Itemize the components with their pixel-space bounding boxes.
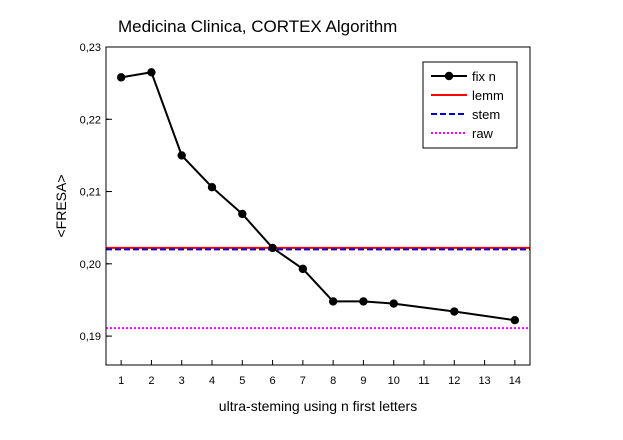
- plot-border: [105, 46, 531, 366]
- y-axis-ticks: 0,19 0,20 0,21 0,22 0,23: [80, 42, 112, 343]
- x-tick-label: 4: [209, 375, 215, 387]
- legend-label: lemm: [472, 88, 504, 103]
- fix-n-line: [120, 71, 516, 322]
- data-point: [268, 243, 277, 253]
- reference-lines: [106, 246, 530, 330]
- x-tick-label: 11: [418, 375, 429, 387]
- legend-label: fix n: [472, 69, 496, 84]
- data-point: [359, 297, 368, 306]
- data-point: [207, 183, 217, 192]
- x-tick-label: 14: [509, 375, 521, 387]
- data-point: [238, 209, 247, 219]
- data-point: [298, 264, 308, 274]
- legend-marker: [444, 71, 454, 81]
- x-tick-label: 9: [360, 375, 366, 387]
- chart-title: Medicina Clinica, CORTEX Algorithm: [118, 17, 398, 36]
- data-point: [177, 151, 186, 160]
- plot-frame: [105, 46, 531, 366]
- y-tick-label: 0,19: [80, 331, 101, 343]
- x-tick-label: 7: [300, 375, 306, 387]
- x-tick-label: 8: [330, 375, 336, 387]
- x-tick-label: 6: [270, 375, 276, 387]
- x-tick-label: 5: [239, 375, 245, 387]
- legend-label: raw: [472, 126, 494, 141]
- y-tick-label: 0,23: [80, 42, 101, 54]
- data-point: [116, 73, 126, 82]
- data-point: [328, 297, 338, 306]
- fix-n-series: [116, 68, 520, 325]
- x-tick-label: 1: [118, 375, 124, 387]
- data-point: [389, 299, 398, 308]
- y-tick-label: 0,21: [80, 187, 101, 199]
- y-axis-label: <FRESA>: [53, 174, 69, 237]
- x-tick-label: 13: [478, 375, 490, 387]
- y-tick-label: 0,22: [80, 114, 101, 126]
- x-axis-label: ultra-steming using n first letters: [219, 398, 417, 414]
- legend-box: [422, 61, 518, 149]
- data-point: [510, 315, 520, 325]
- x-tick-label: 12: [448, 375, 460, 387]
- x-tick-label: 2: [148, 375, 154, 387]
- data-point: [450, 307, 459, 316]
- data-point: [147, 68, 156, 77]
- legend-label: stem: [472, 107, 500, 122]
- x-tick-label: 3: [179, 375, 185, 387]
- legend: fix n lemm stem raw: [422, 61, 518, 149]
- y-tick-label: 0,20: [80, 259, 101, 271]
- x-tick-label: 10: [388, 375, 400, 387]
